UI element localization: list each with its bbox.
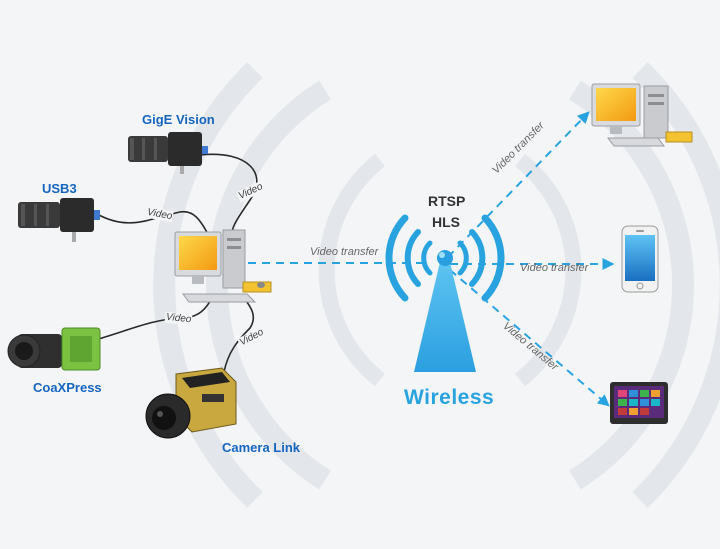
tablet-icon [610,382,668,424]
cable-coaxpress [94,297,213,341]
antenna-tower-icon [385,214,505,372]
label-usb3: USB3 [42,181,77,196]
protocol-hls: HLS [432,214,460,230]
transfer-label-phone: Video transfer [520,262,589,274]
label-coaxpress: CoaXPress [33,380,102,395]
smartphone-icon [621,225,659,293]
transfer-label-center: Video transfer [310,246,379,258]
desktop-computer-icon [591,83,693,147]
cable-usb3 [96,210,209,235]
label-gige-vision: GigE Vision [142,112,215,127]
background-waves [153,62,720,508]
camera-icon [7,327,101,371]
label-camera-link: Camera Link [222,440,301,455]
camera-icon [18,198,100,242]
camera-icon [145,367,237,439]
cable-cameralink [223,297,255,373]
camera-icon [128,132,208,174]
wireless-label: Wireless [404,386,495,409]
desktop-computer-icon [174,229,272,303]
arrow-to-tablet [449,269,610,407]
protocol-rtsp: RTSP [428,193,466,209]
